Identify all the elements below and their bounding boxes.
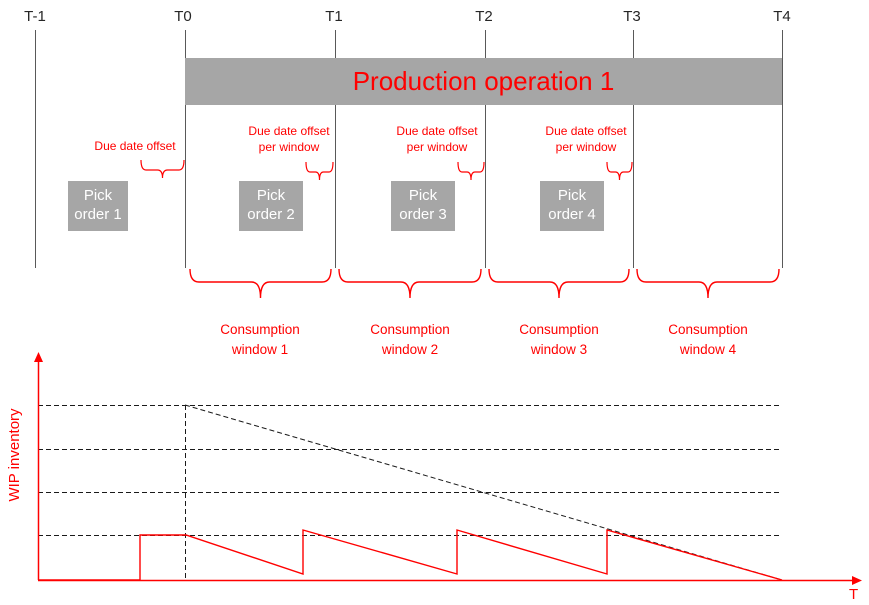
pick-order-box-4: Pick order 4 <box>540 181 604 231</box>
timeline-label-t-1: T-1 <box>24 8 46 25</box>
consumption-window-braces <box>189 268 780 299</box>
consumption-brace-3 <box>488 268 630 299</box>
wip-dashed-gridlines <box>38 405 782 536</box>
consumption-brace-4 <box>636 268 780 299</box>
production-operation-label: Production operation 1 <box>352 66 615 96</box>
due-date-offset-label-1: Due date offset <box>94 139 176 153</box>
timeline-label-t0: T0 <box>174 8 192 25</box>
timeline-label-t3: T3 <box>623 8 641 25</box>
consumption-window-label-1: Consumption window 1 <box>220 322 300 358</box>
due-date-offset-label-2: Due date offset per window <box>248 124 330 154</box>
consumption-window-label-3: Consumption window 3 <box>519 322 599 358</box>
offset-brace-4 <box>606 161 633 181</box>
wip-chart <box>34 352 862 585</box>
due-date-offset-label-4: Due date offset per window <box>545 124 627 154</box>
wip-chart-y-axis-label: WIP inventory <box>6 408 23 502</box>
offset-brace-1 <box>140 159 185 179</box>
due-date-offset-label-3: Due date offset per window <box>396 124 478 154</box>
pick-order-box-3: Pick order 3 <box>391 181 455 231</box>
timeline-label-t2: T2 <box>475 8 493 25</box>
consumption-brace-2 <box>338 268 482 299</box>
pick-order-box-2: Pick order 2 <box>239 181 303 231</box>
consumption-brace-1 <box>189 268 332 299</box>
consumption-window-label-2: Consumption window 2 <box>370 322 450 358</box>
consumption-window-label-4: Consumption window 4 <box>668 322 748 358</box>
x-axis-arrow-icon <box>852 576 862 585</box>
due-date-offset-braces <box>140 159 633 181</box>
wip-sawtooth-line <box>38 529 783 581</box>
production-operation-bar: Production operation 1 <box>185 58 782 105</box>
timeline-label-t4: T4 <box>773 8 791 25</box>
offset-brace-3 <box>457 161 485 181</box>
offset-brace-2 <box>305 161 334 181</box>
wip-chart-x-axis-label: T <box>849 586 859 603</box>
timeline-label-t1: T1 <box>325 8 343 25</box>
y-axis-arrow-icon <box>34 352 43 362</box>
pick-order-box-1: Pick order 1 <box>68 181 128 231</box>
